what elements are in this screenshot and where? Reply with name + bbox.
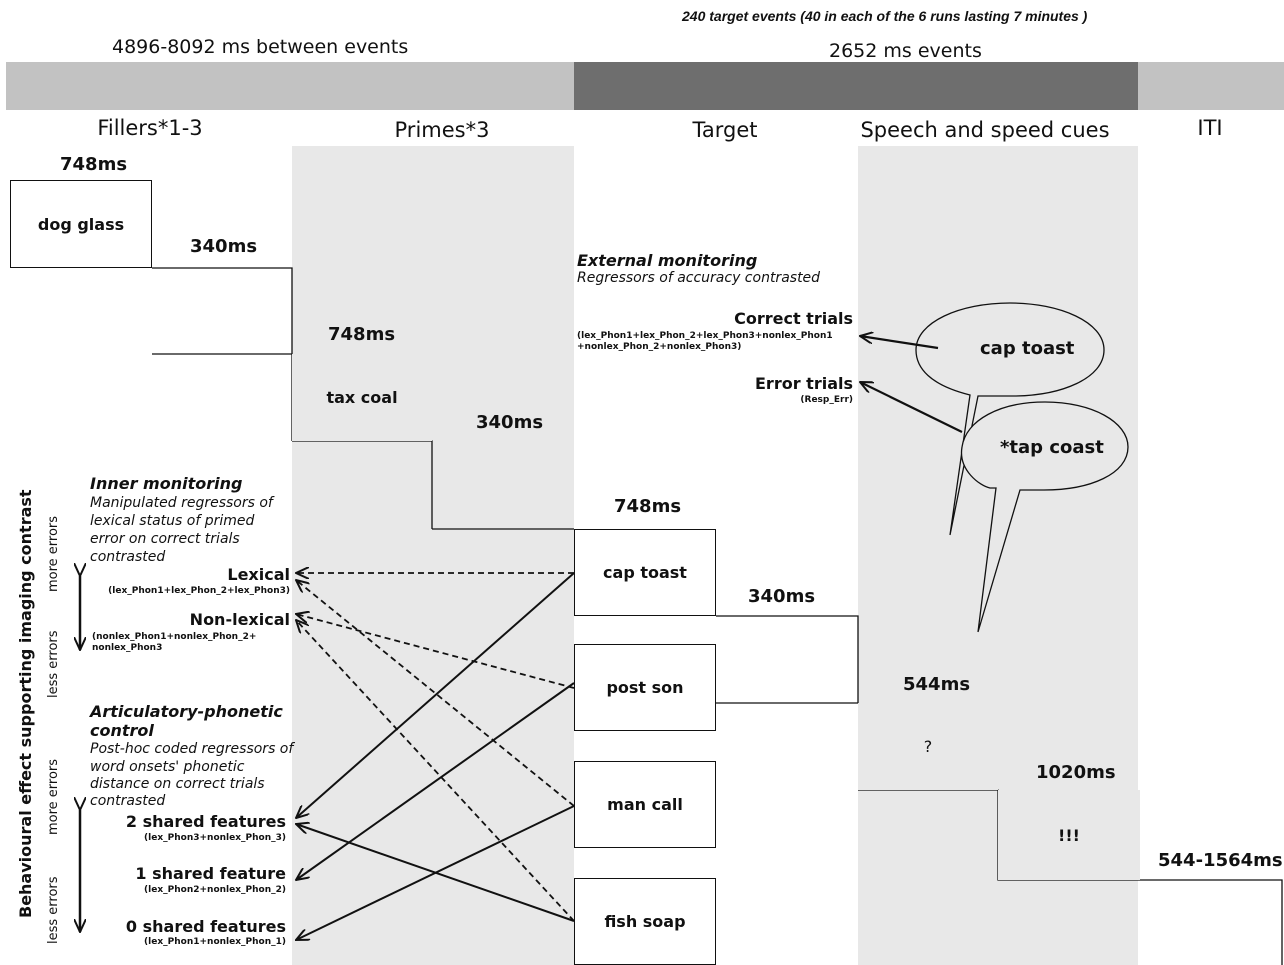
duration-label: 340ms bbox=[476, 412, 544, 433]
artic-desc: distance on correct trials bbox=[90, 776, 265, 792]
speed-cue-box: !!! bbox=[998, 790, 1140, 880]
target-box-cap-toast: cap toast bbox=[574, 529, 716, 616]
duration-label: 340ms bbox=[748, 586, 816, 607]
column-header-primes: Primes*3 bbox=[394, 118, 490, 142]
lexical-label: Lexical bbox=[227, 565, 290, 584]
speech-bubble-correct: cap toast bbox=[980, 338, 1075, 359]
events-duration-label: 2652 ms events bbox=[829, 40, 982, 62]
inner-monitoring-desc: lexical status of primed bbox=[90, 513, 255, 529]
error-trials-label: Error trials bbox=[755, 374, 853, 393]
target-box-man-call: man call bbox=[574, 761, 716, 848]
less-errors-label: less errors bbox=[46, 630, 61, 698]
filler-box: dog glass bbox=[10, 180, 152, 268]
speech-bubble-correct-shape bbox=[915, 302, 1105, 536]
inner-monitoring-title: Inner monitoring bbox=[90, 474, 243, 493]
artic-title: control bbox=[90, 721, 154, 740]
duration-label: 1020ms bbox=[1036, 762, 1116, 783]
duration-label: 748ms bbox=[60, 154, 128, 175]
duration-label: 544ms bbox=[903, 674, 971, 695]
correct-trials-sub: (lex_Phon1+lex_Phon_2+lex_Phon3+nonlex_P… bbox=[577, 331, 833, 341]
one-feature-sub: (lex_Phon2+nonlex_Phon_2) bbox=[144, 885, 286, 895]
timeline-bar-events bbox=[574, 62, 1138, 110]
column-header-iti: ITI bbox=[1197, 116, 1223, 140]
duration-label: 544-1564ms bbox=[1158, 850, 1283, 871]
two-features-label: 2 shared features bbox=[125, 812, 286, 831]
external-monitoring-desc: Regressors of accuracy contrasted bbox=[577, 270, 821, 286]
correct-trials-sub: +nonlex_Phon_2+nonlex_Phon3) bbox=[577, 342, 742, 352]
nonlexical-sub: nonlex_Phon3 bbox=[92, 643, 163, 653]
artic-desc: word onsets' phonetic bbox=[90, 759, 245, 775]
one-feature-label: 1 shared feature bbox=[135, 864, 286, 883]
question-cue-box: ? bbox=[858, 703, 998, 790]
zero-features-sub: (lex_Phon1+nonlex_Phon_1) bbox=[144, 937, 286, 947]
duration-label: 748ms bbox=[614, 496, 682, 517]
nonlexical-label: Non-lexical bbox=[189, 610, 290, 629]
error-trials-sub: (Resp_Err) bbox=[800, 395, 853, 405]
nonlexical-sub: (nonlex_Phon1+nonlex_Phon_2+ bbox=[92, 632, 257, 642]
correct-trials-label: Correct trials bbox=[734, 309, 853, 328]
speech-bubble-error: *tap coast bbox=[1000, 437, 1104, 458]
timeline-step-line bbox=[152, 267, 293, 355]
lexical-sub: (lex_Phon1+lex_Phon_2+lex_Phon3) bbox=[108, 586, 290, 596]
target-box-post-son: post son bbox=[574, 644, 716, 731]
duration-label: 748ms bbox=[328, 324, 396, 345]
two-features-sub: (lex_Phon3+nonlex_Phon_3) bbox=[144, 833, 286, 843]
target-box-fish-soap: fish soap bbox=[574, 878, 716, 965]
timeline-bar-between bbox=[6, 62, 574, 110]
less-errors-label: less errors bbox=[46, 876, 61, 944]
between-events-label: 4896-8092 ms between events bbox=[112, 36, 409, 58]
artic-title: Articulatory-phonetic bbox=[90, 702, 283, 721]
column-header-target: Target bbox=[692, 118, 758, 142]
artic-desc: contrasted bbox=[90, 793, 166, 809]
inner-monitoring-desc: error on correct trials bbox=[90, 531, 240, 547]
external-monitoring-title: External monitoring bbox=[577, 251, 758, 270]
behavioural-effect-label: Behavioural effect supporting imaging co… bbox=[16, 489, 35, 918]
top-note: 240 target events (40 in each of the 6 r… bbox=[682, 8, 1088, 24]
column-header-speech: Speech and speed cues bbox=[860, 118, 1110, 142]
speech-bubble-error-shape bbox=[960, 401, 1129, 633]
inner-monitoring-desc: Manipulated regressors of bbox=[90, 495, 273, 511]
duration-label: 340ms bbox=[190, 236, 258, 257]
artic-desc: Post-hoc coded regressors of bbox=[90, 741, 294, 757]
column-header-fillers: Fillers*1-3 bbox=[97, 116, 203, 140]
inner-monitoring-desc: contrasted bbox=[90, 549, 166, 565]
more-errors-label: more errors bbox=[46, 758, 61, 835]
zero-features-label: 0 shared features bbox=[125, 917, 286, 936]
more-errors-label: more errors bbox=[46, 515, 61, 592]
prime-box: tax coal bbox=[292, 354, 432, 441]
timeline-bar-iti bbox=[1138, 62, 1284, 110]
